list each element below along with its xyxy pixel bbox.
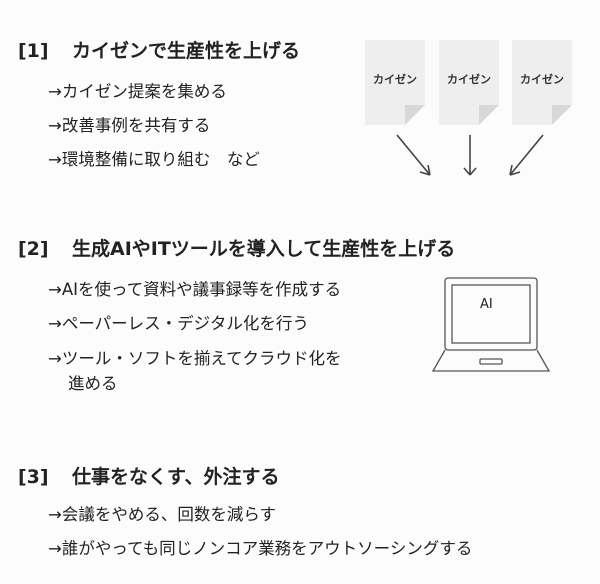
laptop-label: AI <box>480 297 493 312</box>
section-title: カイゼンで生産性を上げる <box>72 40 301 62</box>
kaizen-card: カイゼン <box>365 40 425 125</box>
list-item: →誰がやっても同じノンコア業務をアウトソーシングする <box>48 539 473 558</box>
arrows-icon <box>396 134 544 176</box>
section2-heading: [2] 生成AIやITツールを導入して生産性を上げる <box>18 234 455 261</box>
list-item: →ペーパーレス・デジタル化を行う <box>48 314 309 333</box>
section-number: [2] <box>18 238 49 260</box>
list-item: →AIを使って資料や議事録等を作成する <box>48 280 342 299</box>
list-item: →カイゼン提案を集める <box>48 82 227 101</box>
list-item: →環境整備に取り組む など <box>48 150 260 169</box>
section-number: [3] <box>18 466 49 488</box>
kaizen-card: カイゼン <box>512 40 572 125</box>
list-item: →改善事例を共有する <box>48 116 211 135</box>
list-item: →ツール・ソフトを揃えてクラウド化を <box>48 349 342 368</box>
list-item-continued: 進める <box>68 374 118 393</box>
section1-heading: [1] カイゼンで生産性を上げる <box>18 36 300 63</box>
section3-heading: [3] 仕事をなくす、外注する <box>18 462 279 489</box>
section-title: 仕事をなくす、外注する <box>72 466 280 488</box>
list-item: →会議をやめる、回数を減らす <box>48 505 276 524</box>
laptop-icon <box>431 277 551 372</box>
section-number: [1] <box>18 40 49 62</box>
section-title: 生成AIやITツールを導入して生産性を上げる <box>72 238 456 260</box>
kaizen-card: カイゼン <box>439 40 499 125</box>
